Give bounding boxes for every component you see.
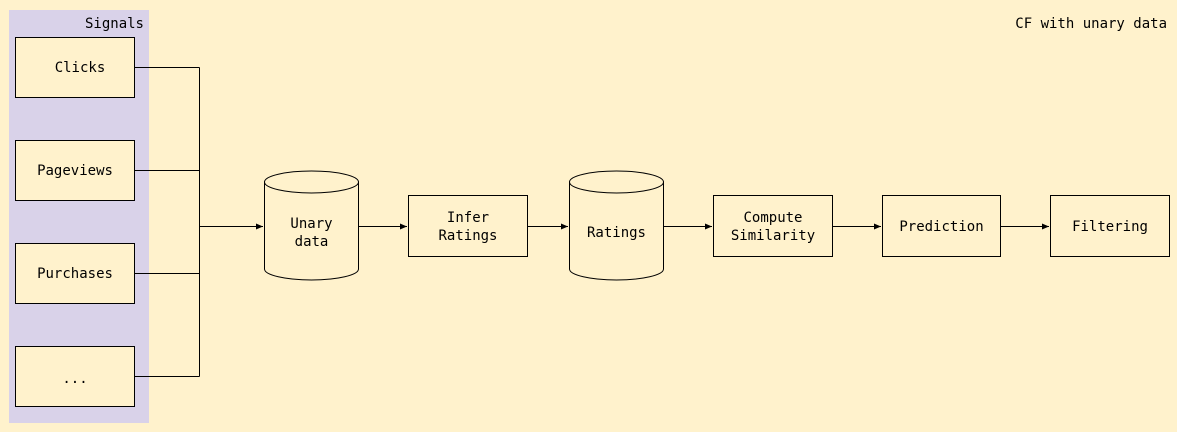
ratings-label: Ratings xyxy=(587,225,646,241)
infer-ratings-label-line1: Infer xyxy=(447,210,489,226)
signal-node-pageviews: Pageviews xyxy=(15,140,135,201)
signal-node-purchases: Purchases xyxy=(15,243,135,304)
node-prediction: Prediction xyxy=(882,195,1001,257)
signal-node-more: ... xyxy=(15,346,135,407)
signal-label-pageviews: Pageviews xyxy=(37,163,113,179)
node-compute-similarity: Compute Similarity xyxy=(713,195,833,257)
signal-node-clicks: Clicks xyxy=(15,37,135,98)
signal-label-more: ... xyxy=(62,371,87,387)
node-filtering: Filtering xyxy=(1050,195,1170,257)
node-infer-ratings: Infer Ratings xyxy=(408,195,528,257)
unary-data-label-line1: Unary xyxy=(290,216,332,232)
compute-similarity-label-line2: Similarity xyxy=(731,228,815,244)
signals-merge-connector xyxy=(134,67,200,377)
unary-data-label-line2: data xyxy=(295,234,329,250)
filtering-label: Filtering xyxy=(1072,219,1148,235)
infer-ratings-label-line2: Ratings xyxy=(438,228,497,244)
signal-label-clicks: Clicks xyxy=(55,60,106,76)
prediction-label: Prediction xyxy=(899,219,983,235)
signals-group-label: Signals xyxy=(85,16,144,32)
node-unary-data: Unary data xyxy=(264,170,359,281)
signal-label-purchases: Purchases xyxy=(37,266,113,282)
diagram-title: CF with unary data xyxy=(1015,16,1167,32)
compute-similarity-label-line1: Compute xyxy=(743,210,802,226)
node-ratings: Ratings xyxy=(569,170,664,281)
